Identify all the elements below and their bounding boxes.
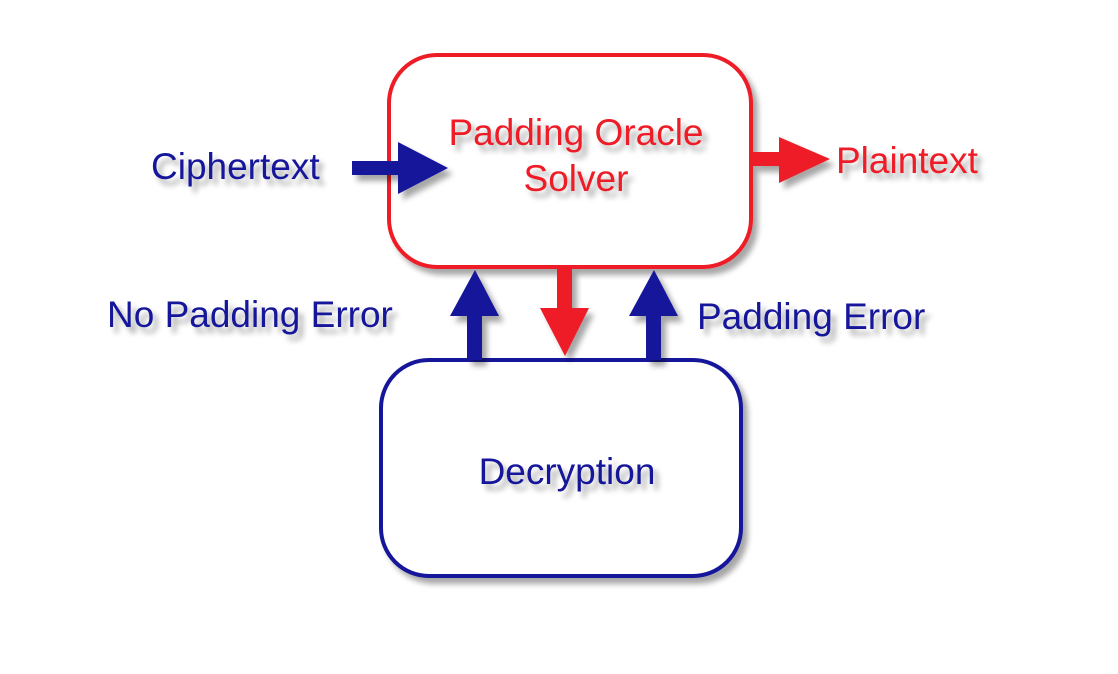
padding-error-arrow bbox=[629, 270, 678, 360]
padding-error-label: Padding Error bbox=[697, 296, 925, 337]
plaintext-arrow bbox=[753, 137, 830, 183]
no-padding-error-arrow bbox=[450, 270, 499, 360]
solver-title-line2: Solver bbox=[524, 158, 629, 199]
solver-title-line1: Padding Oracle bbox=[448, 112, 703, 153]
ciphertext-label: Ciphertext bbox=[151, 146, 320, 187]
ciphertext-arrow bbox=[352, 142, 448, 194]
decryption-box bbox=[379, 358, 743, 578]
decryption-label: Decryption bbox=[479, 451, 656, 492]
no-padding-error-label: No Padding Error bbox=[107, 294, 393, 335]
plaintext-label: Plaintext bbox=[836, 140, 979, 181]
query-down-arrow bbox=[540, 268, 589, 356]
